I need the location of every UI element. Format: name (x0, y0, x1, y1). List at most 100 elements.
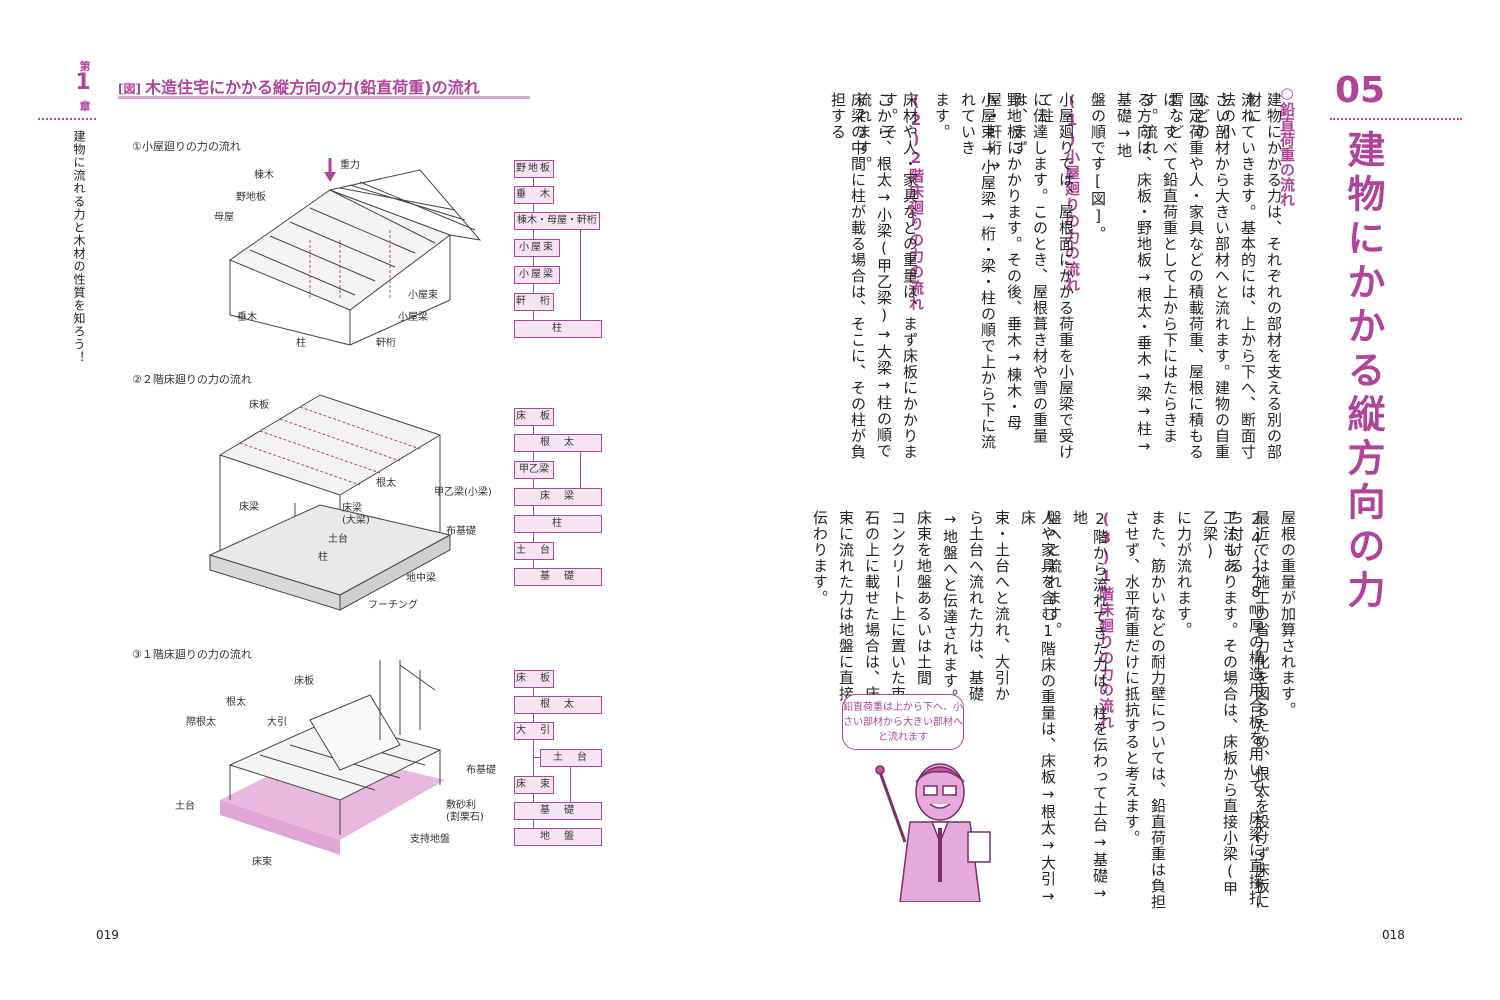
roof-framing-drawing (228, 158, 482, 346)
flow2-box-dodai: 土 台 (514, 542, 554, 560)
body-col-3: さい部材から大きい部材へと流れます。建物の自重などの (1193, 92, 1231, 460)
label-kootsubari: 甲乙梁(小梁) (434, 487, 492, 498)
flow3-arrow (533, 794, 534, 802)
flow3-arrow (533, 820, 534, 828)
flow1-box-nojiita: 野地板 (514, 160, 554, 178)
flow1-box-munagi-moya-nokigeta: 棟木・母屋・軒桁 (514, 212, 600, 230)
label-kiwaneda: 際根太 (186, 717, 216, 728)
flow1-arrow (533, 311, 534, 320)
flow2-box-yuka-ita: 床 板 (514, 408, 554, 426)
body-col-2: 流れていきます。基本的には、上から下へ、断面寸法の小 (1219, 92, 1257, 460)
body-col-5: は、すべて鉛直荷重として上から下にはたらきます。流れ (1141, 92, 1179, 444)
body-col-28: 人や家具を含む1階床の重量は、床板→根太→大引→床 (1019, 510, 1057, 906)
flow2-box-yukabari: 床 梁 (514, 488, 602, 506)
flow3-arrow-branch (533, 757, 540, 758)
flow3-box-jiban: 地 盤 (514, 828, 602, 846)
flow1-box-taruki: 垂 木 (514, 186, 554, 204)
figure-title-text: 木造住宅にかかる縦方向の力(鉛直荷重)の流れ (144, 78, 480, 97)
flow2-box-neda: 根 太 (514, 434, 602, 452)
subheading-1f: (3)1階床廻りの力の流れ (1097, 510, 1115, 730)
body-col-10: に伝達します。このとき、屋根葺き材や雪の重量は、まず (1011, 92, 1049, 444)
flow1-arrow (533, 257, 534, 266)
flow2-box-kootsubari: 甲乙梁 (514, 461, 554, 479)
label-shiji-jiban: 支持地盤 (410, 834, 450, 845)
label-dodai-1f: 土台 (175, 801, 195, 812)
flow2-bypass-arrow (580, 452, 581, 488)
flow3-arrow (533, 688, 534, 696)
section-label-1f: ③１階床廻りの力の流れ (132, 648, 252, 661)
second-floor-framing-drawing (208, 394, 452, 611)
flow3-arrow (570, 767, 571, 802)
flow1-box-koyabari: 小屋梁 (514, 266, 560, 284)
label-neda-2f: 根太 (376, 478, 396, 489)
flow3-box-oobiki: 大 引 (514, 722, 554, 740)
flow1-arrow (533, 178, 534, 186)
body-col-16: こから、根太→小梁(甲乙梁)→大梁→柱の順で流れます。 (855, 92, 893, 459)
flow1-arrow (533, 284, 534, 293)
label-moya: 母屋 (214, 212, 234, 223)
section-label-2f: ②２階床廻りの力の流れ (132, 373, 252, 386)
flow2-box-kiso: 基 礎 (514, 568, 602, 586)
body-col-20: 24〜28㎜厚の構造用合板を用いて、床梁に直接打ち付ける (1227, 510, 1265, 906)
label-nunokiso-2f: 布基礎 (446, 526, 476, 537)
body-col-1: 建物にかかる力は、それぞれの部材を支える別の部材に (1245, 92, 1283, 460)
first-floor-diagram (200, 660, 460, 870)
label-munagi: 棟木 (254, 170, 274, 181)
label-juryoku: 重力 (340, 160, 360, 171)
flow1-box-hashira: 柱 (514, 320, 602, 338)
flow3-arrow (533, 714, 534, 722)
section-number: 05 (1335, 70, 1386, 111)
chapter-suffix: 章 (79, 100, 91, 113)
label-yukazuka: 床束 (252, 857, 272, 868)
first-floor-framing-drawing (220, 660, 445, 855)
body-col-31: →地盤へと伝達されます。 (941, 510, 959, 705)
chapter-divider (38, 118, 96, 120)
page-number-right: 018 (1382, 928, 1405, 942)
label-shikijari: 敷砂利 (割栗石) (446, 800, 484, 823)
label-chichuubari: 地中梁 (406, 573, 436, 584)
body-col-23: また、筋かいなどの耐力壁については、鉛直荷重は負担 (1149, 510, 1167, 910)
body-col-22: に力が流れます。 (1175, 510, 1193, 638)
section-title: 建物にかかる縦方向の力 (1341, 130, 1385, 614)
flow3-box-kiso: 基 礎 (514, 802, 602, 820)
body-col-15: 床材や人・家具などの重量は、まず床板にかかります。そ (881, 92, 919, 460)
body-col-7: 盤の順です[図]。 (1089, 92, 1107, 242)
body-col-18: 屋根の重量が加算されます。 (1279, 510, 1297, 718)
flow2-arrow (533, 533, 534, 542)
teacher-character-drawing (875, 763, 991, 903)
label-dodai-2f: 土台 (328, 534, 348, 545)
flow2-arrow (533, 506, 534, 515)
body-col-35: 束に流れた力は地盤に直接 (837, 510, 855, 702)
section-divider (1330, 118, 1462, 120)
flow1-arrow (533, 230, 534, 239)
body-col-30: ら土台へ流れた力は、基礎 (967, 510, 985, 702)
body-col-24: させず、水平荷重だけに抵抗すると考えます。 (1123, 510, 1141, 846)
flow2-box-hashira: 柱 (514, 515, 602, 533)
flow2-arrow (533, 479, 534, 488)
label-yukabari: 床梁 (239, 502, 259, 513)
figure-tag: [図] (118, 82, 141, 96)
body-col-6: る方向は、床板・野地板→根太・垂木→梁→柱→基礎→地 (1115, 92, 1153, 456)
page-number-left: 019 (96, 928, 119, 942)
flow1-box-nokigeta: 軒 桁 (514, 293, 554, 311)
subheading-2f: (2)2階床廻りの力の流れ (907, 92, 925, 312)
body-col-26: 2階から流れてきた力は、柱を伝わって土台→基礎→地 (1071, 510, 1109, 903)
teacher-illustration (860, 752, 1000, 903)
label-hashira-2f: 柱 (318, 552, 328, 563)
label-yuka-ita-2f: 床板 (249, 400, 269, 411)
subheading-roof: (1)小屋廻りの力の流れ (1063, 92, 1081, 293)
body-col-11: 野地板にかかります。その後、垂木→棟木・母屋・軒桁→ (985, 92, 1023, 431)
flow2-arrow (533, 560, 534, 568)
label-nunokiso-1f: 布基礎 (466, 765, 496, 776)
heading-main-bullet: ○ (1278, 84, 1296, 102)
body-col-17: 床梁の中間に柱が載る場合は、そこに、その柱が負担する (829, 92, 867, 460)
speech-bubble: 鉛直荷重は上から下へ、小さい部材から大きい部材へと流れます (842, 694, 964, 750)
flow3-box-neda: 根 太 (514, 696, 602, 714)
chapter-subtitle: 建物に流れる力と木材の性質を知ろう！ (72, 130, 86, 364)
section-label-roof: ①小屋廻りの力の流れ (132, 140, 241, 153)
label-footing: フーチング (368, 600, 418, 611)
body-col-4: 固定荷重や人・家具などの積載荷重、屋根に積もる雪など (1167, 92, 1205, 460)
label-taruki: 垂木 (237, 312, 257, 323)
label-hashira-1: 柱 (296, 338, 306, 349)
chapter-prefix: 第 (79, 60, 91, 73)
